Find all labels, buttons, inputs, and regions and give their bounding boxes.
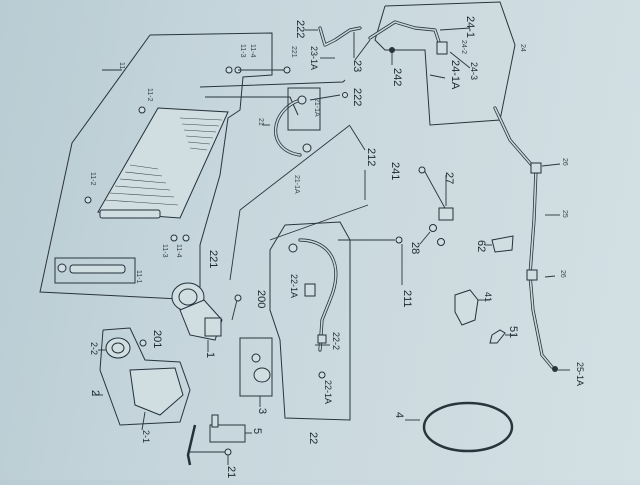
label-221: 221 <box>207 250 219 269</box>
label-21-1A-top: 21-1A <box>313 98 320 117</box>
label-11-1: 11-1 <box>135 270 142 284</box>
label-27: 27 <box>443 172 455 185</box>
label-222: 222 <box>351 88 363 107</box>
label-22-1A: 22-1A <box>323 380 333 405</box>
label-3: 3 <box>256 408 268 415</box>
label-212: 212 <box>365 148 377 167</box>
label-25-1A: 25-1A <box>575 362 585 387</box>
condenser <box>97 107 229 219</box>
label-211: 211 <box>401 290 413 308</box>
label-11: 11 <box>118 62 125 70</box>
label-11-2-bottom: 11-2 <box>89 172 96 186</box>
label-222-top: 222 <box>294 20 306 39</box>
label-23: 23 <box>351 60 363 73</box>
label-4: 4 <box>393 412 405 419</box>
label-5: 5 <box>251 428 263 435</box>
box-11-1 <box>54 257 136 284</box>
label-24-2: 24-2 <box>460 40 467 55</box>
label-11-3-top: 11-3 <box>239 44 246 58</box>
label-221-top: 221 <box>290 46 297 58</box>
label-241: 241 <box>389 162 401 181</box>
label-21: 21 <box>257 118 264 126</box>
label-11-3: 11-3 <box>161 244 168 258</box>
label-11-2-top: 11-2 <box>146 88 153 102</box>
label-24-3: 24-3 <box>469 62 479 81</box>
label-22-1A-top: 22-1A <box>289 274 299 299</box>
label-24: 24 <box>519 44 526 52</box>
label-41: 41 <box>483 292 493 303</box>
label-11-4-top: 11-4 <box>249 44 256 58</box>
box-3 <box>239 337 273 397</box>
label-21-bottom: 21 <box>225 466 237 479</box>
label-21-1A: 21-1A <box>293 175 300 194</box>
label-62: 62 <box>475 240 487 253</box>
label-22-2: 22-2 <box>331 332 341 351</box>
compressor <box>171 282 223 341</box>
label-22: 22 <box>307 432 319 445</box>
box-5 <box>209 424 246 443</box>
label-24-1A: 24-1A <box>449 60 461 90</box>
label-11-4: 11-4 <box>175 244 182 258</box>
label-201: 201 <box>151 330 163 349</box>
label-23-1A: 23-1A <box>309 46 319 71</box>
label-24-1: 24-1 <box>464 16 476 39</box>
label-2-2: 2-2 <box>89 342 99 356</box>
label-26-lower: 26 <box>559 270 566 278</box>
label-25: 25 <box>561 210 568 218</box>
label-1: 1 <box>204 352 216 359</box>
label-51: 51 <box>507 326 519 339</box>
label-26-upper: 26 <box>561 158 568 166</box>
label-200: 200 <box>255 290 267 309</box>
label-2: 2 <box>89 390 101 397</box>
belt <box>422 401 514 453</box>
label-2-1: 2-1 <box>141 430 151 444</box>
label-242: 242 <box>391 68 403 87</box>
label-28: 28 <box>409 242 421 255</box>
